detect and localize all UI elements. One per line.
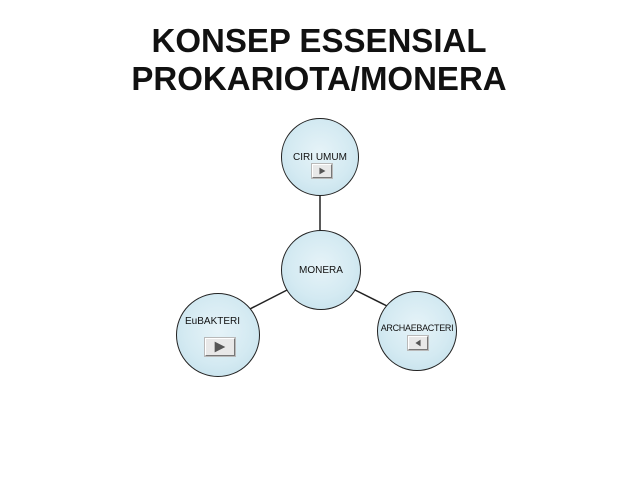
title-line-2: PROKARIOTA/MONERA bbox=[131, 60, 507, 97]
node-label-eubakteri: EuBAKTERI bbox=[185, 316, 241, 327]
node-ciri-umum[interactable]: CIRI UMUM bbox=[281, 118, 359, 196]
slide-title: KONSEP ESSENSIAL PROKARIOTA/MONERA bbox=[0, 22, 638, 98]
node-label-monera: MONERA bbox=[299, 265, 343, 276]
play-back-icon bbox=[415, 339, 421, 347]
connector-right bbox=[350, 287, 388, 307]
node-label-archaebacteri: ARCHAEBACTERI bbox=[380, 323, 454, 333]
node-eubakteri[interactable]: EuBAKTERI bbox=[176, 293, 260, 377]
back-button-archaebacteri[interactable] bbox=[408, 336, 428, 350]
node-archaebacteri[interactable]: ARCHAEBACTERI bbox=[377, 291, 457, 371]
title-line-1: KONSEP ESSENSIAL bbox=[151, 22, 487, 59]
next-button-eubakteri[interactable] bbox=[205, 338, 235, 356]
connector-left bbox=[245, 287, 292, 312]
play-next-icon bbox=[214, 341, 226, 353]
next-button-ciri-umum[interactable] bbox=[312, 164, 332, 178]
play-next-icon bbox=[319, 167, 326, 175]
node-monera: MONERA bbox=[281, 230, 361, 310]
node-label-ciri-umum: CIRI UMUM bbox=[293, 152, 347, 163]
